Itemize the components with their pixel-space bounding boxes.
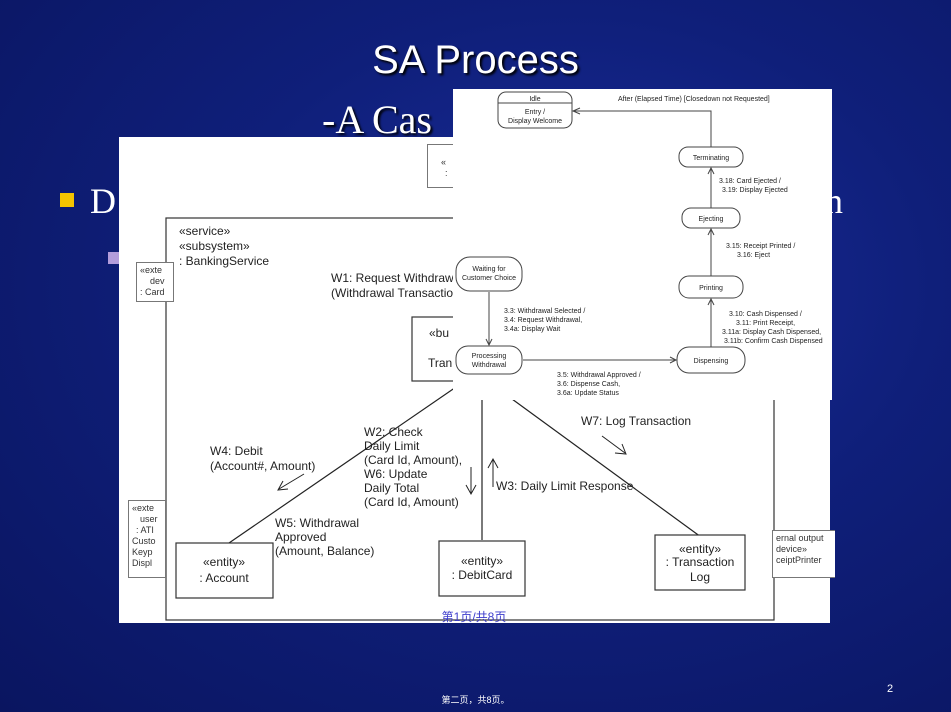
subsystem-name: : BankingService bbox=[179, 254, 269, 268]
ext-line: Displ bbox=[132, 558, 153, 568]
arrow-w7 bbox=[601, 435, 626, 454]
ext-line: : Card bbox=[140, 287, 165, 297]
state-processing-line2: Withdrawal bbox=[472, 362, 507, 369]
ext-line: «exte bbox=[132, 503, 155, 513]
statechart-diagram: Idle Entry / Display Welcome After (Elap… bbox=[453, 89, 832, 400]
link-account bbox=[228, 384, 460, 544]
entity-debitcard-name: : DebitCard bbox=[452, 568, 513, 582]
bullet-text-left: D bbox=[90, 181, 116, 221]
subsystem-stereotype-subsystem: «subsystem» bbox=[179, 239, 250, 253]
entity-debitcard-box bbox=[438, 540, 526, 597]
page-footer: 第二页，共8页。 bbox=[441, 695, 510, 705]
entity-debitcard-stereotype: «entity» bbox=[461, 554, 503, 568]
message-w1-line1: W1: Request Withdraw bbox=[331, 271, 454, 285]
state-idle-entry: Entry / bbox=[525, 109, 545, 116]
label-36a: 3.6a: Update Status bbox=[557, 390, 619, 397]
arrowhead-w2 bbox=[465, 484, 477, 496]
state-idle bbox=[497, 91, 573, 129]
ext-line: «exte bbox=[140, 265, 163, 275]
transition-idle-label: After (Elapsed Time) [Closedown not Requ… bbox=[618, 96, 770, 103]
external-device-box-top: «exte dev : Card bbox=[136, 262, 174, 302]
label-34a: 3.4a: Display Wait bbox=[504, 326, 560, 333]
label-33: 3.3: Withdrawal Selected / bbox=[504, 308, 585, 315]
state-ejecting-label: Ejecting bbox=[699, 216, 724, 223]
ext-line: Keyp bbox=[132, 547, 153, 557]
label-319: 3.19: Display Ejected bbox=[722, 187, 788, 194]
page-number: 2 bbox=[887, 683, 894, 695]
business-logic-name: Tran bbox=[428, 356, 452, 370]
message-w1-line2: (Withdrawal Transactio bbox=[331, 286, 453, 300]
label-311a: 3.11a: Display Cash Dispensed, bbox=[722, 329, 821, 336]
state-waiting bbox=[455, 256, 523, 292]
external-output-device-box: ernal output device» ceiptPrinter bbox=[772, 530, 835, 578]
w2-line: Daily Limit bbox=[364, 439, 420, 453]
message-w5-line1: W5: Withdrawal bbox=[275, 516, 359, 530]
subsystem-stereotype-service: «service» bbox=[179, 224, 231, 238]
external-user-box: «exte user : ATI Custo Keyp Displ bbox=[128, 500, 166, 578]
ext-line: : bbox=[445, 168, 448, 178]
label-35: 3.5: Withdrawal Approved / bbox=[557, 372, 641, 379]
entity-transactionlog-box bbox=[654, 534, 746, 591]
state-idle-action: Display Welcome bbox=[508, 118, 562, 125]
message-w5-line3: (Amount, Balance) bbox=[275, 544, 374, 558]
w2-line: W2: Check bbox=[364, 425, 424, 439]
slide-title: SA Process bbox=[372, 38, 579, 82]
entity-account-stereotype: «entity» bbox=[203, 555, 245, 569]
ext-line: ceiptPrinter bbox=[776, 555, 822, 565]
link-transactionlog bbox=[511, 398, 702, 538]
state-idle-title: Idle bbox=[529, 96, 540, 103]
ext-line: : ATI bbox=[136, 525, 154, 535]
ext-line: « bbox=[441, 157, 447, 167]
label-311b: 3.11b: Confirm Cash Dispensed bbox=[724, 338, 823, 345]
label-318: 3.18: Card Ejected / bbox=[719, 178, 781, 185]
state-processing-line1: Processing bbox=[472, 353, 507, 360]
label-310: 3.10: Cash Dispensed / bbox=[729, 311, 802, 318]
state-dispensing-label: Dispensing bbox=[694, 358, 729, 365]
state-printing-label: Printing bbox=[699, 285, 723, 292]
sub-bullet-marker bbox=[108, 252, 120, 264]
entity-account-box bbox=[175, 542, 274, 599]
label-34: 3.4: Request Withdrawal, bbox=[504, 317, 582, 324]
label-315: 3.15: Receipt Printed / bbox=[726, 243, 795, 250]
state-processing bbox=[455, 345, 523, 375]
label-36: 3.6: Dispense Cash, bbox=[557, 381, 620, 388]
entity-transactionlog-name1: : Transaction bbox=[666, 555, 735, 569]
entity-transactionlog-stereotype: «entity» bbox=[679, 542, 721, 556]
label-311: 3.11: Print Receipt, bbox=[736, 320, 795, 327]
message-w3: W3: Daily Limit Response bbox=[496, 479, 634, 493]
entity-account-name: : Account bbox=[199, 571, 249, 585]
ext-line: ernal output bbox=[776, 533, 824, 543]
ext-line: user bbox=[140, 514, 158, 524]
bullet-marker bbox=[60, 193, 74, 207]
slide-subtitle: -A Cas bbox=[322, 97, 432, 142]
message-w4-line2: (Account#, Amount) bbox=[210, 459, 315, 473]
message-w4-line1: W4: Debit bbox=[210, 444, 263, 458]
arrowhead-w4 bbox=[277, 480, 289, 491]
message-w5-line2: Approved bbox=[275, 530, 326, 544]
figure-page-label: 第1页/共8页 bbox=[442, 610, 507, 623]
business-logic-stereotype: «bu bbox=[429, 326, 449, 340]
ext-line: dev bbox=[150, 276, 165, 286]
message-w7: W7: Log Transaction bbox=[581, 414, 691, 428]
transition-terminating-idle bbox=[574, 110, 712, 149]
arrow-w4 bbox=[278, 473, 305, 490]
message-w2-w6: W2: Check Daily Limit (Card Id, Amount),… bbox=[364, 425, 462, 509]
w2-line: W6: Update bbox=[364, 467, 428, 481]
label-316: 3.16: Eject bbox=[737, 252, 770, 259]
state-waiting-line2: Customer Choice bbox=[462, 275, 516, 282]
ext-line: device» bbox=[776, 544, 808, 554]
state-terminating-label: Terminating bbox=[693, 155, 729, 162]
ext-line: Custo bbox=[132, 536, 156, 546]
arrowhead-w3 bbox=[487, 457, 499, 469]
entity-transactionlog-name2: Log bbox=[690, 570, 710, 584]
arrowhead-w7 bbox=[614, 443, 627, 455]
w2-line: (Card Id, Amount) bbox=[364, 495, 459, 509]
w2-line: (Card Id, Amount), bbox=[364, 453, 462, 467]
w2-line: Daily Total bbox=[364, 481, 419, 495]
state-waiting-line1: Waiting for bbox=[472, 266, 506, 273]
